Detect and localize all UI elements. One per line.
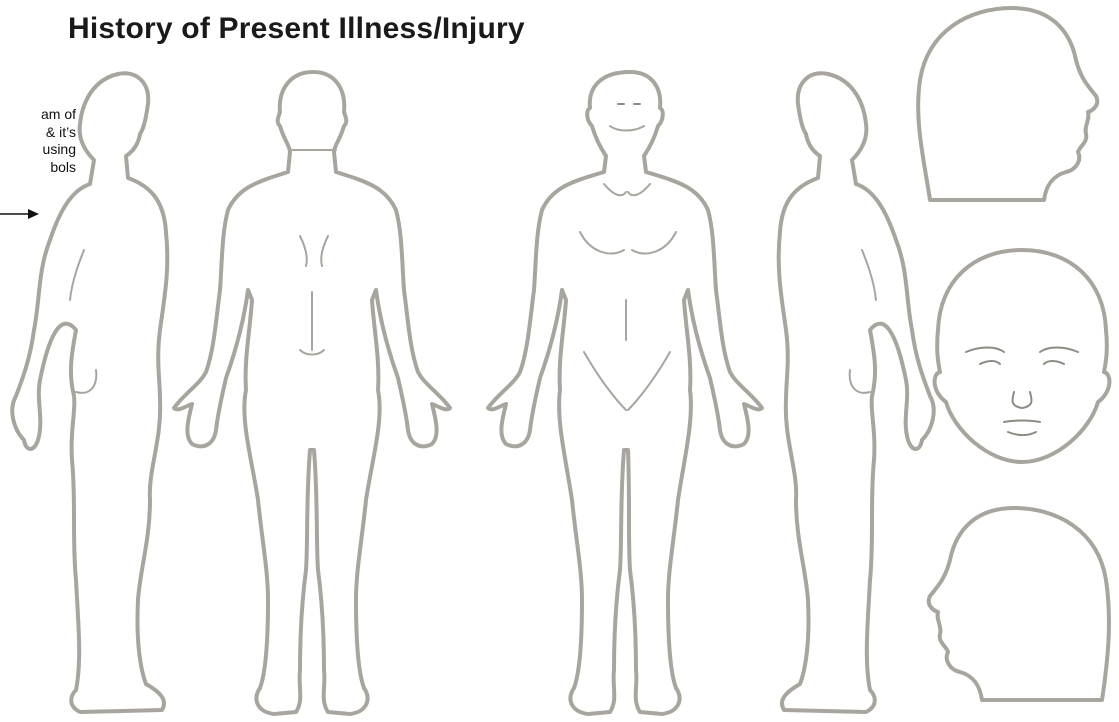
head-left-profile[interactable] bbox=[929, 508, 1109, 700]
body-left-lateral[interactable] bbox=[12, 73, 167, 712]
body-right-lateral[interactable] bbox=[779, 73, 934, 712]
body-posterior[interactable] bbox=[174, 72, 450, 714]
head-front[interactable] bbox=[935, 250, 1110, 462]
body-anterior[interactable] bbox=[488, 72, 762, 714]
head-right-profile[interactable] bbox=[918, 8, 1097, 200]
